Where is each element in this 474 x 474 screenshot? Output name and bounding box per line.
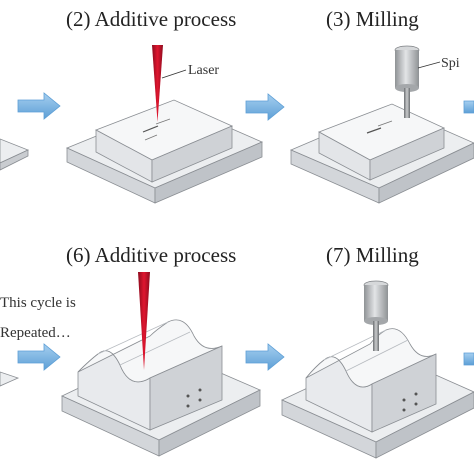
laser-label: Laser xyxy=(188,63,219,78)
process-arrow-6-partial xyxy=(463,352,474,366)
step-6-machine xyxy=(61,272,261,457)
process-arrow-4 xyxy=(17,343,61,371)
step-7-machine xyxy=(281,280,474,459)
process-arrow-2 xyxy=(245,93,285,121)
laser-beam-icon xyxy=(138,272,150,370)
laser-beam-icon xyxy=(152,45,163,122)
cycle-note-line-1: This cycle is xyxy=(0,295,76,311)
step-3-machine xyxy=(289,45,474,204)
cycle-note-line-2: Repeated… xyxy=(0,325,71,341)
step-6-title: (6) Additive process xyxy=(66,243,236,267)
step-3-title: (3) Milling xyxy=(326,7,419,31)
spindle-icon xyxy=(363,280,389,351)
step-2-machine xyxy=(65,45,264,204)
process-arrow-3-partial xyxy=(463,100,474,114)
process-arrow-1 xyxy=(17,92,61,120)
step-1-platform-partial xyxy=(0,138,30,171)
step-7-title: (7) Milling xyxy=(326,243,419,267)
process-arrow-5 xyxy=(245,343,285,371)
spindle-icon xyxy=(394,45,420,118)
spindle-label: Spi xyxy=(441,56,460,71)
step-2-title: (2) Additive process xyxy=(66,7,236,31)
step-5-platform-partial xyxy=(0,371,20,387)
